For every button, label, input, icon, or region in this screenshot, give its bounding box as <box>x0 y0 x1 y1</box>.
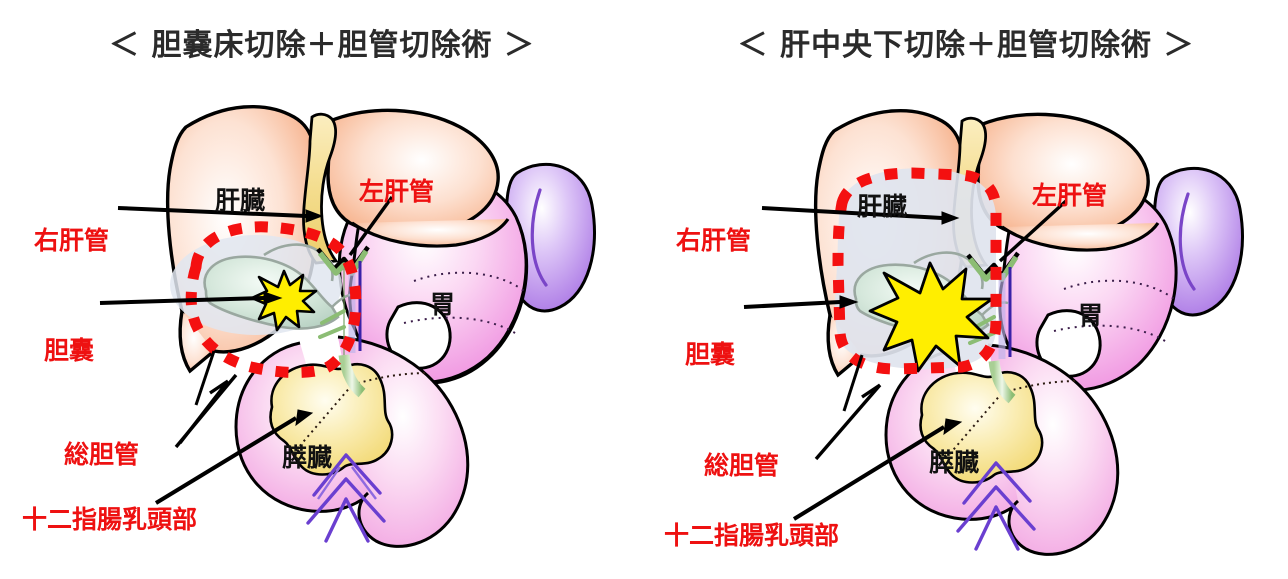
resection-line-left <box>185 221 362 378</box>
label-left-hepatic-duct: 左肝管 <box>359 177 435 206</box>
mesenteric-veins-left <box>306 424 386 543</box>
panel-left-title: ＜ 胆嚢床切除＋胆管切除術 ＞ <box>109 28 535 63</box>
label-right-hepatic-duct: 右肝管 <box>676 226 752 255</box>
label-common-bile-duct: 総胆管 <box>64 440 140 469</box>
label-duodenal-papilla: 十二指腸乳頭部 <box>22 505 198 534</box>
mesenteric-veins-right <box>956 432 1036 551</box>
leader-arrows-right <box>743 199 1068 521</box>
label-stomach: 胃 <box>430 290 456 319</box>
leader-arrows-left <box>99 196 394 505</box>
label-duodenal-papilla: 十二指腸乳頭部 <box>664 521 840 550</box>
label-common-bile-duct: 総胆管 <box>704 451 780 480</box>
panel-left-figure <box>0 55 644 579</box>
label-gallbladder: 胆囊 <box>44 336 95 365</box>
label-pancreas: 膵臓 <box>929 448 980 477</box>
panel-right: ＜ 肝中央下切除＋胆管切除術 ＞ <box>644 0 1288 579</box>
label-liver: 肝臓 <box>857 192 908 221</box>
panel-right-title: ＜ 肝中央下切除＋胆管切除術 ＞ <box>737 28 1195 63</box>
panel-left: ＜ 胆嚢床切除＋胆管切除術 ＞ <box>0 28 644 579</box>
bile-duct-left <box>316 245 370 398</box>
label-liver: 肝臓 <box>215 186 266 215</box>
label-right-hepatic-duct: 右肝管 <box>34 226 110 255</box>
label-stomach: 胃 <box>1078 301 1104 330</box>
panel-right-figure <box>644 55 1288 579</box>
label-left-hepatic-duct: 左肝管 <box>1032 181 1108 210</box>
resection-line-right <box>832 167 1002 375</box>
label-pancreas: 膵臓 <box>282 443 333 472</box>
label-gallbladder: 胆囊 <box>685 340 736 369</box>
